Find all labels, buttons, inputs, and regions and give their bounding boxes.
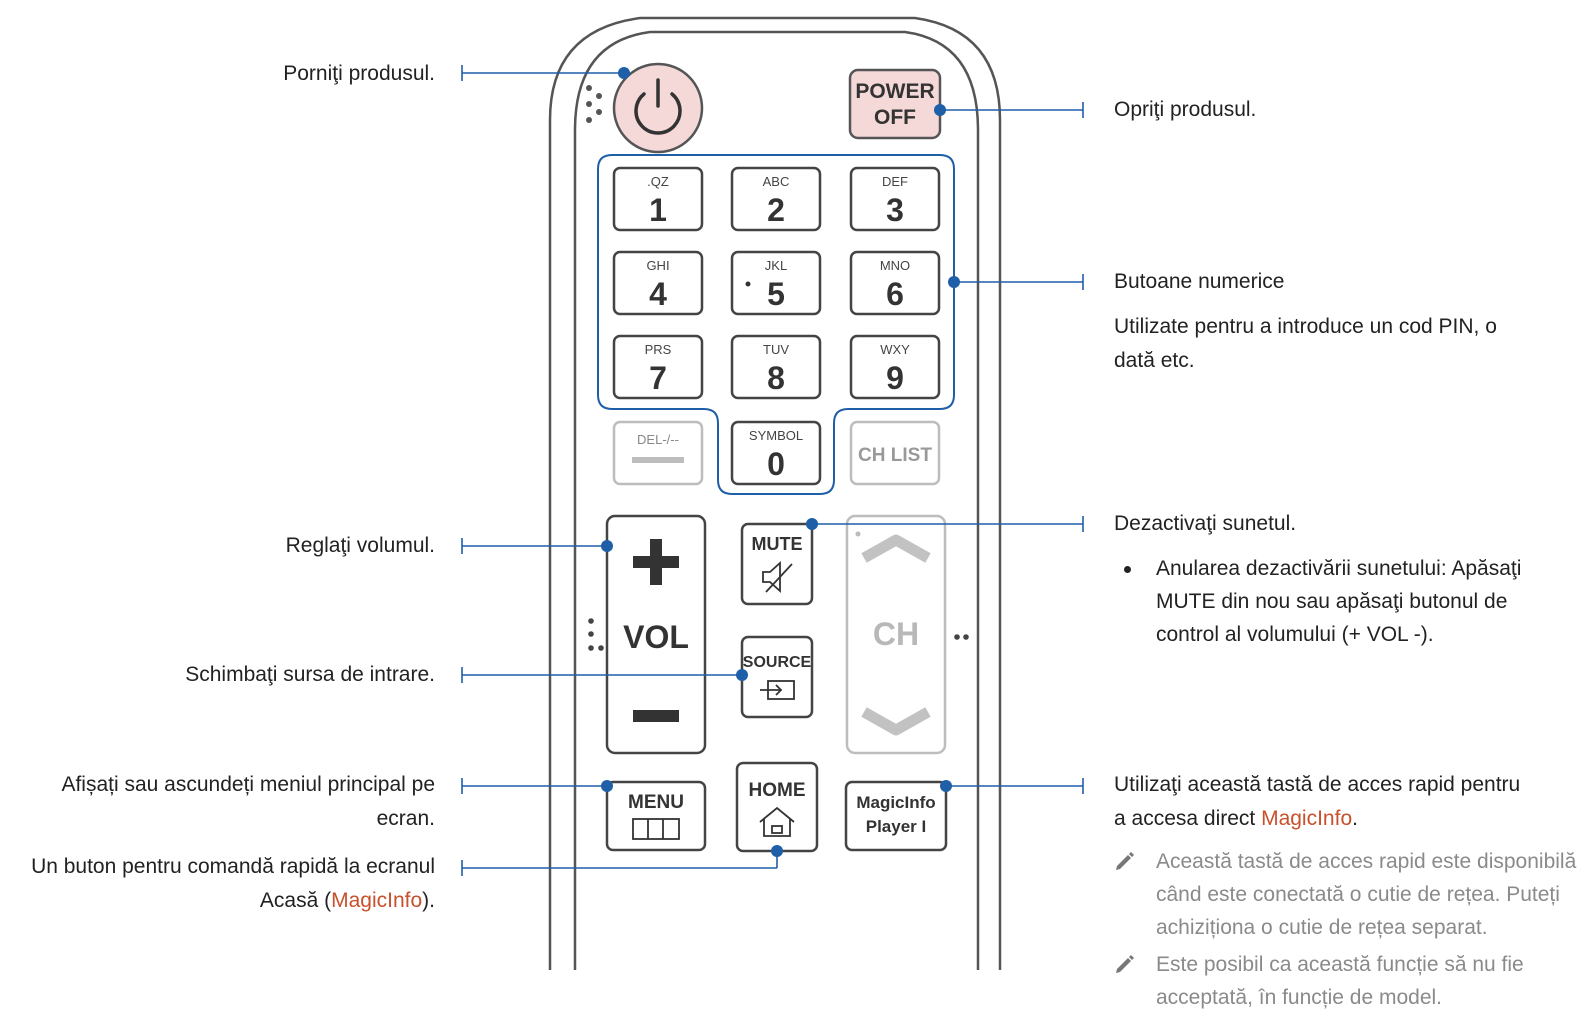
source-icon — [760, 680, 795, 700]
magicinfo-label: Utilizaţi această tastă de acces rapid p… — [1114, 773, 1521, 830]
magicinfo-link-2: MagicInfo — [1261, 807, 1353, 830]
ch-list-button[interactable]: CH LIST — [849, 420, 941, 486]
svg-text:MENU: MENU — [628, 792, 684, 813]
num-button-9[interactable]: WXY 9 — [849, 334, 941, 400]
num-button-7[interactable]: PRS 7 — [612, 334, 704, 400]
mute-button[interactable]: MUTE — [740, 522, 814, 606]
num-button-4[interactable]: GHI 4 — [612, 250, 704, 316]
num-button-1[interactable]: .QZ 1 — [612, 166, 704, 232]
menu-button[interactable]: MENU — [605, 780, 707, 852]
volume-rocker[interactable]: VOL — [605, 514, 707, 755]
svg-text:ABC: ABC — [763, 174, 790, 189]
pencil-note-icon — [1116, 852, 1134, 870]
svg-text:SYMBOL: SYMBOL — [749, 428, 803, 443]
del-button[interactable]: DEL-/-- — [612, 420, 704, 486]
svg-text:MNO: MNO — [880, 258, 910, 273]
svg-text:5: 5 — [767, 276, 785, 312]
ch-dots — [954, 634, 969, 640]
svg-text:9: 9 — [886, 360, 904, 396]
power-off-label: Opriţi produsul. — [1114, 98, 1257, 121]
mute-bullet: Anularea dezactivării sunetului: Apăsaţi… — [1114, 552, 1521, 651]
svg-text:DEL-/--: DEL-/-- — [637, 432, 679, 447]
svg-text:.QZ: .QZ — [647, 174, 669, 189]
power-button[interactable] — [612, 62, 704, 154]
svg-text:Player I: Player I — [866, 817, 927, 836]
num-button-2[interactable]: ABC 2 — [730, 166, 822, 232]
callout-lines — [461, 65, 1084, 876]
svg-text:0: 0 — [767, 446, 785, 482]
power-icon — [634, 78, 682, 135]
num-button-6[interactable]: MNO 6 — [849, 250, 941, 316]
power-off-label-2: OFF — [874, 106, 916, 129]
menu-icon — [632, 818, 680, 840]
magicinfo-link: MagicInfo — [331, 889, 423, 912]
power-off-button[interactable]: POWER OFF — [848, 68, 942, 140]
home-icon — [759, 806, 795, 837]
svg-text:VOL: VOL — [623, 619, 689, 655]
home-label: Un buton pentru comandă rapidă la ecranu… — [31, 855, 435, 912]
note-model-support: Este posibil ca această funcție să nu fi… — [1114, 948, 1524, 1014]
power-on-label: Porniţi produsul. — [283, 62, 435, 85]
svg-text:4: 4 — [649, 276, 667, 312]
svg-text:2: 2 — [767, 192, 785, 228]
magicinfo-button[interactable]: MagicInfo Player I — [844, 780, 948, 852]
svg-text:8: 8 — [767, 360, 785, 396]
numeric-group-outline — [597, 154, 955, 495]
num-button-3[interactable]: DEF 3 — [849, 166, 941, 232]
mute-icon — [762, 560, 793, 594]
svg-text:6: 6 — [886, 276, 904, 312]
numeric-buttons: .QZ 1 ABC 2 DEF 3 GHI 4 JKL 5 MNO 6 — [612, 166, 941, 400]
menu-label: Afișați sau ascundeți meniul principal p… — [61, 773, 435, 830]
source-label: Schimbaţi sursa de intrare. — [185, 663, 435, 686]
channel-rocker[interactable]: CH — [845, 514, 947, 755]
svg-text:WXY: WXY — [880, 342, 910, 357]
vol-dots — [588, 618, 604, 651]
indicator-dots — [586, 85, 602, 123]
num-button-8[interactable]: TUV 8 — [730, 334, 822, 400]
numeric-title: Butoane numerice — [1114, 270, 1285, 293]
svg-text:JKL: JKL — [765, 258, 787, 273]
pencil-note-icon — [1116, 955, 1134, 973]
svg-text:MUTE: MUTE — [752, 534, 803, 554]
svg-text:DEF: DEF — [882, 174, 908, 189]
svg-text:HOME: HOME — [749, 780, 806, 801]
svg-text:GHI: GHI — [646, 258, 669, 273]
power-off-label-1: POWER — [855, 80, 934, 103]
svg-text:MagicInfo: MagicInfo — [856, 793, 935, 812]
num-button-5[interactable]: JKL 5 — [730, 250, 822, 316]
home-button[interactable]: HOME — [735, 761, 819, 853]
svg-text:1: 1 — [649, 192, 667, 228]
remote-body — [548, 16, 1002, 970]
svg-text:3: 3 — [886, 192, 904, 228]
svg-text:TUV: TUV — [763, 342, 789, 357]
svg-text:CH LIST: CH LIST — [858, 445, 932, 466]
svg-text:7: 7 — [649, 360, 667, 396]
svg-text:CH: CH — [873, 616, 919, 652]
bullet-dot — [1124, 566, 1131, 573]
numeric-desc: Utilizate pentru a introduce un cod PIN,… — [1114, 315, 1497, 372]
note-network-box: Această tastă de acces rapid este dispon… — [1114, 845, 1576, 944]
source-button[interactable]: SOURCE — [740, 635, 814, 719]
svg-text:SOURCE: SOURCE — [743, 654, 812, 671]
svg-text:PRS: PRS — [645, 342, 672, 357]
mute-title: Dezactivaţi sunetul. — [1114, 512, 1297, 535]
volume-label: Reglaţi volumul. — [285, 534, 435, 557]
symbol-zero-button[interactable]: SYMBOL 0 — [730, 420, 822, 486]
